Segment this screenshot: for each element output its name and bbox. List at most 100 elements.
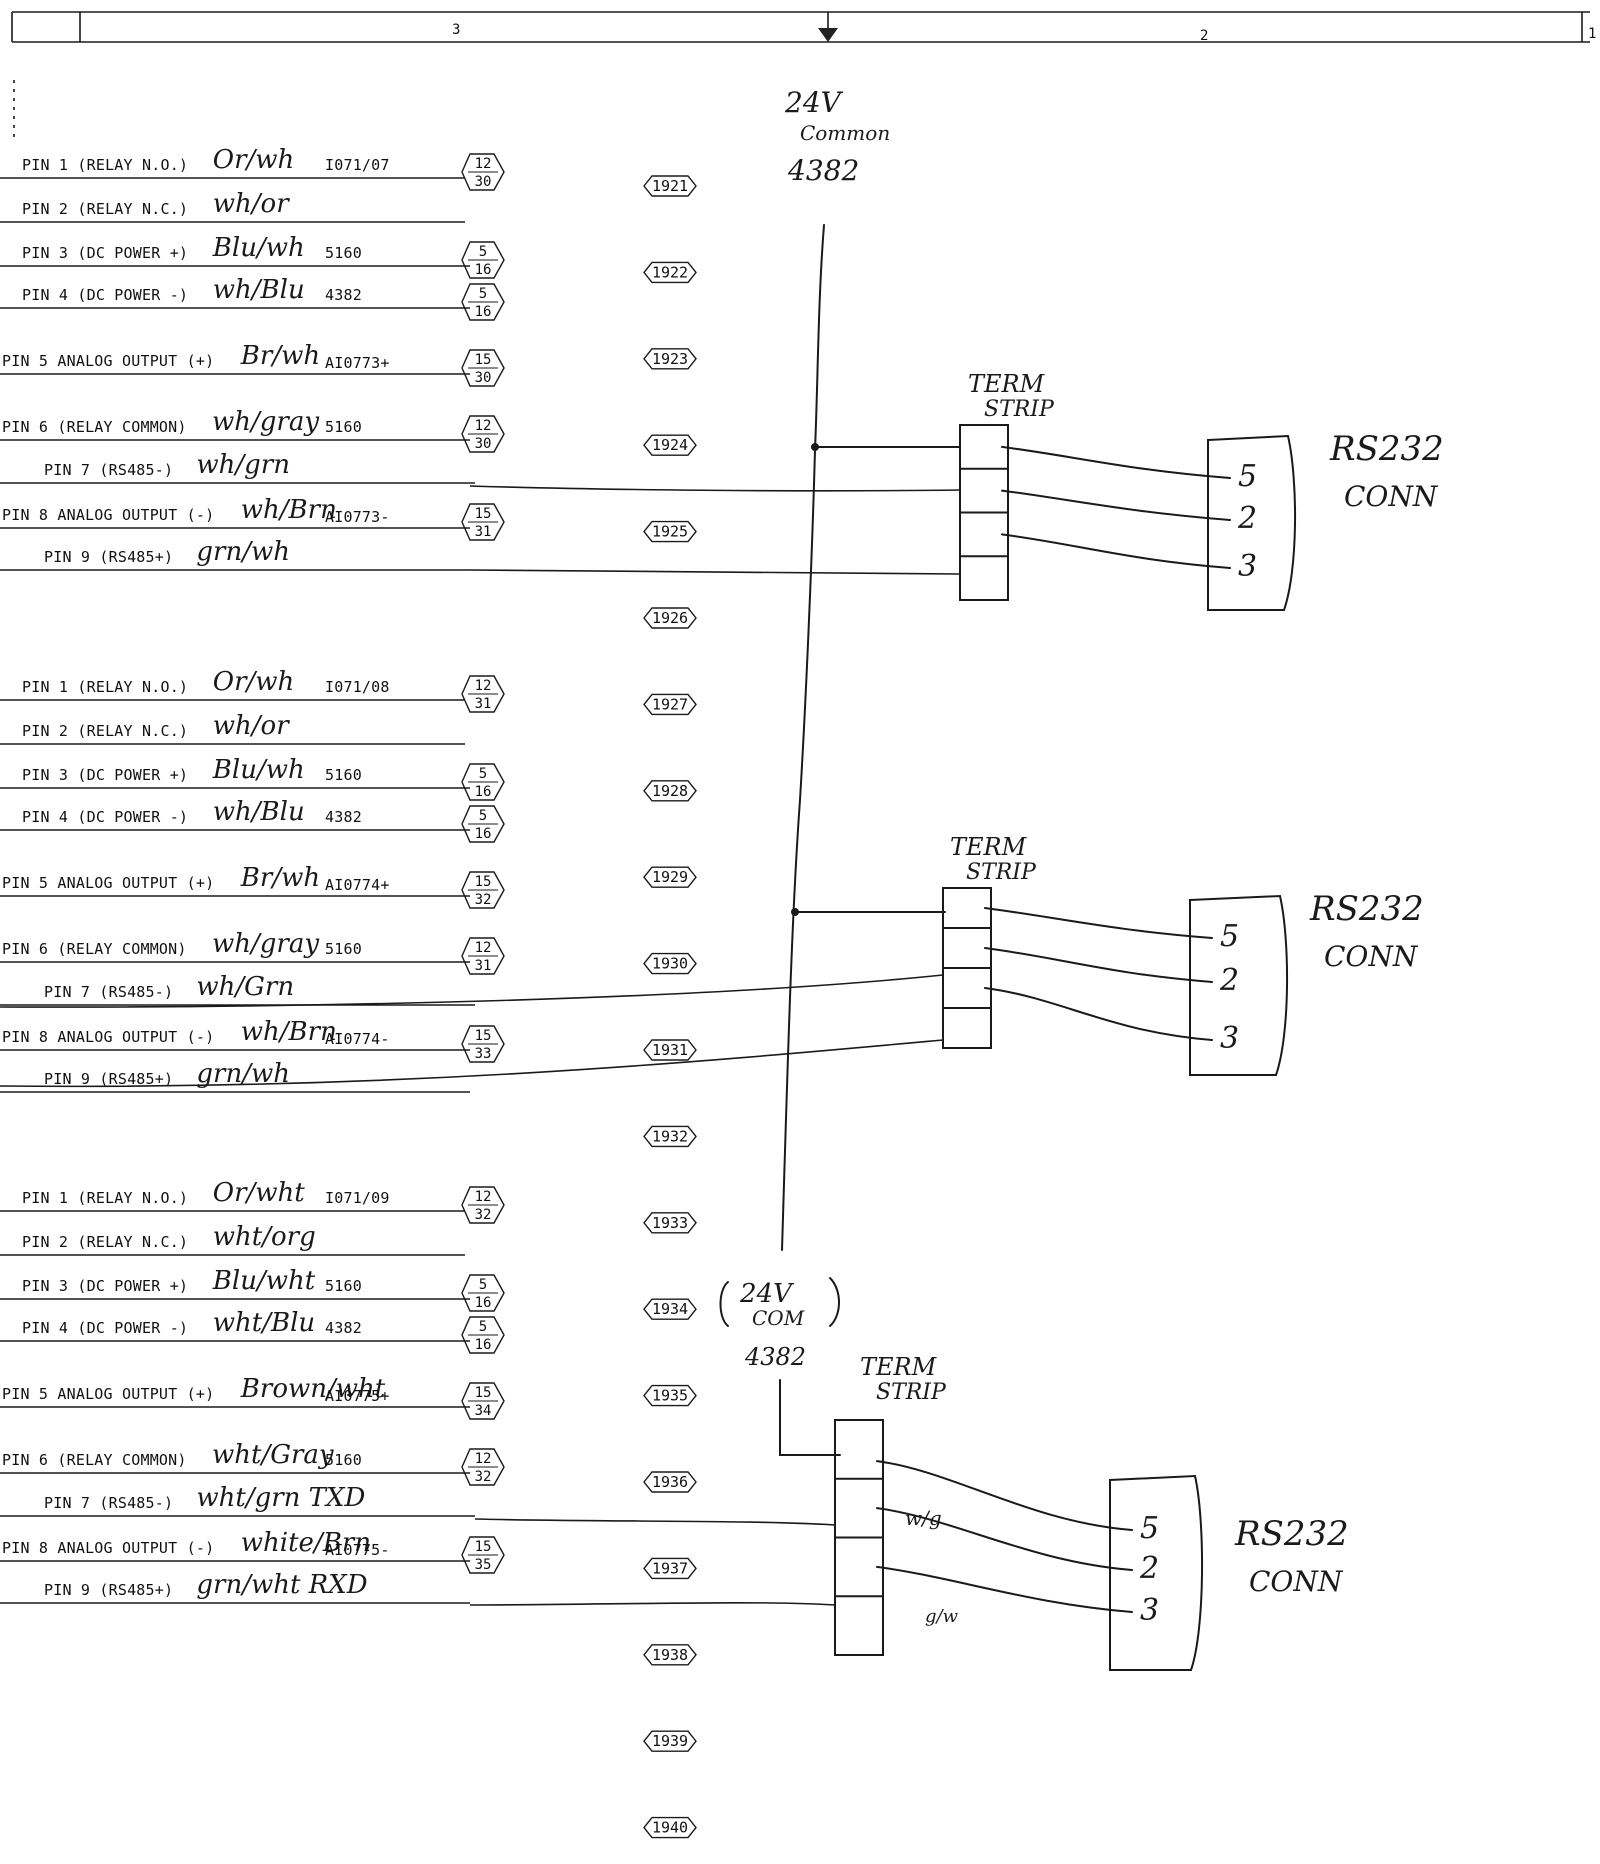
rung-label: 1922 xyxy=(652,263,688,281)
ref-line: 16 xyxy=(475,304,492,320)
ref-line: 16 xyxy=(475,784,492,800)
wire-color-note: wht/Gray xyxy=(212,1440,334,1470)
signal-tag: 5160 xyxy=(325,766,362,784)
wire-color-note: wh/Blu xyxy=(213,275,305,305)
pin-label: PIN 6 (RELAY COMMON) xyxy=(2,418,187,436)
rung-number: 1939 xyxy=(643,1730,697,1752)
wire-color-note: wh/gray xyxy=(212,929,319,959)
connector-pin-number: 3 xyxy=(1220,1021,1239,1056)
cross-reference-tag: 516 xyxy=(461,805,505,843)
ref-sheet: 5 xyxy=(479,1277,487,1293)
wire-color-note: wh/Brn xyxy=(241,1017,337,1047)
term-strip-label-2: STRIP xyxy=(984,397,1055,422)
ref-sheet: 12 xyxy=(475,940,492,956)
rung-label: 1935 xyxy=(652,1387,688,1405)
ref-sheet: 12 xyxy=(475,1451,492,1467)
signal-tag: 5160 xyxy=(325,244,362,262)
pin-label: PIN 6 (RELAY COMMON) xyxy=(2,1451,187,1469)
ref-sheet: 12 xyxy=(475,418,492,434)
rs485-minus-wire-2 xyxy=(0,974,944,1008)
pin-label: PIN 4 (DC POWER -) xyxy=(22,808,188,826)
rs232-wire xyxy=(1001,533,1231,569)
signal-tag: I071/08 xyxy=(325,678,390,696)
bus-note-24v-2: 24V xyxy=(739,1279,794,1309)
wire-color-note: Or/wht xyxy=(213,1178,306,1208)
pin-label: PIN 2 (RELAY N.C.) xyxy=(22,200,188,218)
ref-line: 16 xyxy=(475,262,492,278)
rs232-wire xyxy=(984,907,1213,939)
connector-pin-number: 5 xyxy=(1238,459,1257,494)
rs232-connector xyxy=(1189,894,1289,1076)
term-strip xyxy=(959,424,1009,601)
rs232-connector xyxy=(1207,434,1297,611)
rung-number: 1927 xyxy=(643,693,697,716)
pin-label: PIN 7 (RS485-) xyxy=(44,1494,173,1512)
term-strip-connections: TERMSTRIP523RS232CONNTERMSTRIP523RS232CO… xyxy=(0,370,1444,1671)
rs232-wire xyxy=(1001,445,1231,479)
connector-label-2: CONN xyxy=(1344,480,1439,513)
term-strip xyxy=(942,887,992,1049)
rung-label: 1939 xyxy=(652,1732,688,1750)
pin-label: PIN 5 ANALOG OUTPUT (+) xyxy=(2,1385,214,1403)
cross-reference-tag: 516 xyxy=(461,241,505,279)
ref-line: 30 xyxy=(475,174,492,190)
ref-line: 31 xyxy=(475,696,492,712)
ref-line: 16 xyxy=(475,1337,492,1353)
pin-label: PIN 9 (RS485+) xyxy=(44,548,173,566)
signal-tag: 5160 xyxy=(325,940,362,958)
pin-row: PIN 9 (RS485+)grn/wht RXD xyxy=(0,1570,470,1604)
connector-pin-number: 5 xyxy=(1220,919,1239,954)
rung-number: 1921 xyxy=(643,175,697,197)
connector-label-2: CONN xyxy=(1249,1565,1344,1598)
ref-line: 16 xyxy=(475,826,492,842)
zone-divider-arrow xyxy=(818,28,838,42)
term-strip-label-2: STRIP xyxy=(876,1380,947,1405)
connector-pin-number: 3 xyxy=(1140,1593,1159,1628)
rung-number: 1938 xyxy=(643,1644,697,1666)
wire-color-note: Or/wh xyxy=(213,667,295,697)
connector-pin-number: 5 xyxy=(1140,1511,1159,1546)
ref-sheet: 15 xyxy=(475,1385,492,1401)
rung-number: 1937 xyxy=(643,1557,697,1580)
rs485-plus-wire-3 xyxy=(469,1601,836,1606)
pin-label: PIN 7 (RS485-) xyxy=(44,983,173,1001)
pin-row: PIN 7 (RS485-)wh/grn xyxy=(0,450,475,484)
ref-line: 31 xyxy=(475,958,492,974)
pin-label: PIN 4 (DC POWER -) xyxy=(22,1319,188,1337)
connector-label: RS232 xyxy=(1309,889,1424,929)
pin-label: PIN 1 (RELAY N.O.) xyxy=(22,1189,188,1207)
signal-tag: I071/07 xyxy=(325,156,390,174)
connector-label: RS232 xyxy=(1234,1514,1349,1554)
term-strip-label: TERM xyxy=(860,1353,938,1381)
ref-line: 32 xyxy=(475,1207,492,1223)
wire-color-note: wh/grn xyxy=(196,450,290,480)
wire-color-note: wh/or xyxy=(213,189,290,219)
wire-color-note: wh/Grn xyxy=(196,972,294,1002)
rung-label: 1933 xyxy=(652,1214,688,1232)
pin-row: PIN 2 (RELAY N.C.) wh/or xyxy=(0,189,465,223)
wire-color-note: wh/or xyxy=(213,711,290,741)
wire-color-note: grn/wh xyxy=(196,537,290,567)
pin-row: PIN 7 (RS485-)wht/grn TXD xyxy=(0,1483,475,1517)
pin-label: PIN 3 (DC POWER +) xyxy=(22,766,188,784)
ref-line: 30 xyxy=(475,436,492,452)
ref-sheet: 15 xyxy=(475,1539,492,1555)
bus-note-4382: 4382 xyxy=(787,154,859,187)
ref-line: 16 xyxy=(475,1295,492,1311)
rung-label: 1926 xyxy=(652,609,688,627)
ref-line: 32 xyxy=(475,892,492,908)
